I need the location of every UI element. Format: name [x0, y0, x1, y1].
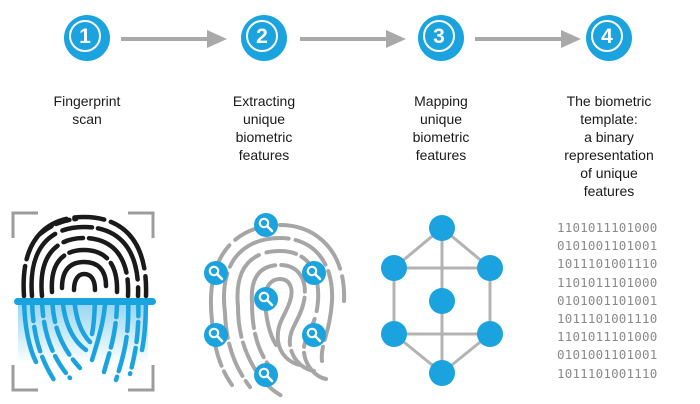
step-2-caption: Extracting unique biometric features [232, 93, 296, 163]
binary-row: 0101001101001 [557, 347, 658, 363]
step-4-caption: The biometric template: a binary represe… [564, 93, 654, 199]
scan-frame-icon [11, 211, 155, 392]
graph-node [429, 215, 455, 241]
binary-row: 1011101001110 [557, 365, 658, 381]
step-1-badge: 1 [64, 15, 110, 61]
graph-node [429, 360, 455, 386]
graph-node [381, 255, 407, 281]
binary-row: 0101001101001 [557, 292, 658, 308]
magnifier-icon [302, 261, 326, 285]
magnifier-icon [254, 213, 278, 237]
graph-node [429, 288, 455, 314]
step-1-number: 1 [69, 20, 101, 52]
arrow-icon [300, 29, 408, 49]
scan-bar [14, 298, 156, 305]
fingerprint-ridges-dark [21, 214, 149, 299]
binary-row: 1011101001110 [557, 311, 658, 327]
graph-node [477, 321, 503, 347]
feature-extraction-illustration [204, 213, 347, 399]
binary-row: 1011101001110 [557, 256, 658, 272]
magnifier-icon [204, 323, 228, 347]
step-2-number: 2 [246, 20, 278, 52]
graph-nodes [381, 215, 503, 386]
magnifier-icon [254, 363, 278, 387]
magnifier-icon [204, 261, 228, 285]
step-2-badge: 2 [241, 15, 287, 61]
magnifier-icon [254, 287, 278, 311]
arrow-icon [121, 29, 229, 49]
binary-row: 1101011101000 [557, 329, 658, 345]
graph-node [381, 321, 407, 347]
step-3-number: 3 [423, 20, 455, 52]
binary-template: 1101011101000 0101001101001 101110100111… [557, 219, 697, 383]
binary-row: 0101001101001 [557, 238, 658, 254]
magnifier-icon-group [204, 213, 326, 387]
step-1-caption: Fingerprint scan [53, 93, 121, 127]
binary-row: 1101011101000 [557, 220, 658, 235]
fingerprint-scan-illustration [11, 211, 156, 392]
arrow-icon [475, 29, 583, 49]
graph-node [477, 255, 503, 281]
magnifier-icon [302, 323, 326, 347]
fingerprint-ridges-gray [208, 222, 347, 399]
step-4-number: 4 [591, 20, 623, 52]
step-3-badge: 3 [418, 15, 464, 61]
binary-row: 1101011101000 [557, 274, 658, 290]
step-3-caption: Mapping unique biometric features [412, 93, 470, 163]
step-4-badge: 4 [586, 15, 632, 61]
feature-map-graph [381, 215, 503, 386]
